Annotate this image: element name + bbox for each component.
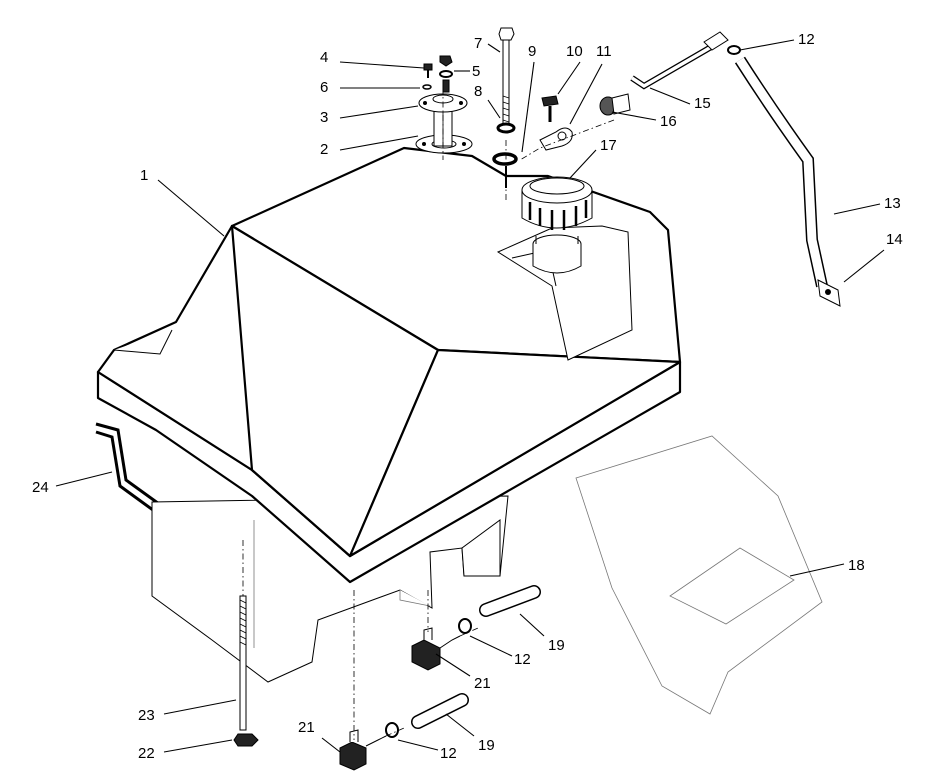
callout-17: 17	[600, 137, 617, 154]
part-21-elbow-fitting-upper	[411, 627, 461, 671]
assembly-centerlines	[242, 88, 615, 740]
callout-3: 3	[320, 109, 328, 126]
part-10-screw	[541, 95, 559, 122]
part-14-hose-clip	[817, 279, 841, 307]
callout-8: 8	[474, 83, 482, 100]
callout-12-top: 12	[798, 31, 815, 48]
part-6-washer	[422, 84, 432, 90]
callout-1: 1	[140, 167, 148, 184]
callout-9: 9	[528, 43, 536, 60]
part-16-vent-valve	[599, 93, 631, 116]
callout-22: 22	[138, 745, 155, 762]
callout-leader-lines	[55, 39, 885, 753]
callout-19-upper: 19	[548, 637, 565, 654]
part-12-hose-clamp-mid	[458, 618, 472, 634]
part-15-vent-line	[630, 31, 729, 90]
callout-2: 2	[320, 141, 328, 158]
callout-13: 13	[884, 195, 901, 212]
part-23-threaded-stud	[239, 595, 247, 731]
callout-18: 18	[848, 557, 865, 574]
part-17-fuel-cap	[521, 176, 593, 230]
callout-5: 5	[472, 63, 480, 80]
part-19-fuel-hose-lower	[411, 693, 469, 729]
callout-12-low: 12	[440, 745, 457, 762]
part-4-screw	[423, 63, 433, 78]
callout-23: 23	[138, 707, 155, 724]
part-21-elbow-fitting-lower	[339, 729, 387, 771]
part-5-lockwasher-nut	[439, 55, 453, 93]
part-18-heat-shield	[575, 435, 823, 715]
part-19-fuel-hose-upper	[479, 585, 541, 617]
callout-19-lower: 19	[478, 737, 495, 754]
callout-7: 7	[474, 35, 482, 52]
part-12-hose-clamp-low	[385, 722, 399, 738]
callout-10: 10	[566, 43, 583, 60]
part-22-nut	[233, 733, 259, 747]
callout-24: 24	[32, 479, 49, 496]
callout-6: 6	[320, 79, 328, 96]
callout-14: 14	[886, 231, 903, 248]
callout-16: 16	[660, 113, 677, 130]
part-8-washer	[496, 122, 516, 134]
callout-15: 15	[694, 95, 711, 112]
callout-21-lower: 21	[298, 719, 315, 736]
callout-21-upper: 21	[474, 675, 491, 692]
callout-11: 11	[596, 43, 612, 60]
callout-4: 4	[320, 49, 328, 66]
callout-12-mid: 12	[514, 651, 531, 668]
part-1-fuel-tank	[96, 146, 682, 683]
part-13-vent-hose	[734, 56, 828, 288]
callout-labels: 1 2 3 4 5 6 7 8 9 10 11 12 12 12 13 14 1…	[32, 31, 903, 762]
part-7-bolt	[498, 27, 515, 133]
part-11-hose-clamp-bracket	[539, 127, 573, 151]
part-12-hose-clamp-top	[727, 45, 741, 55]
